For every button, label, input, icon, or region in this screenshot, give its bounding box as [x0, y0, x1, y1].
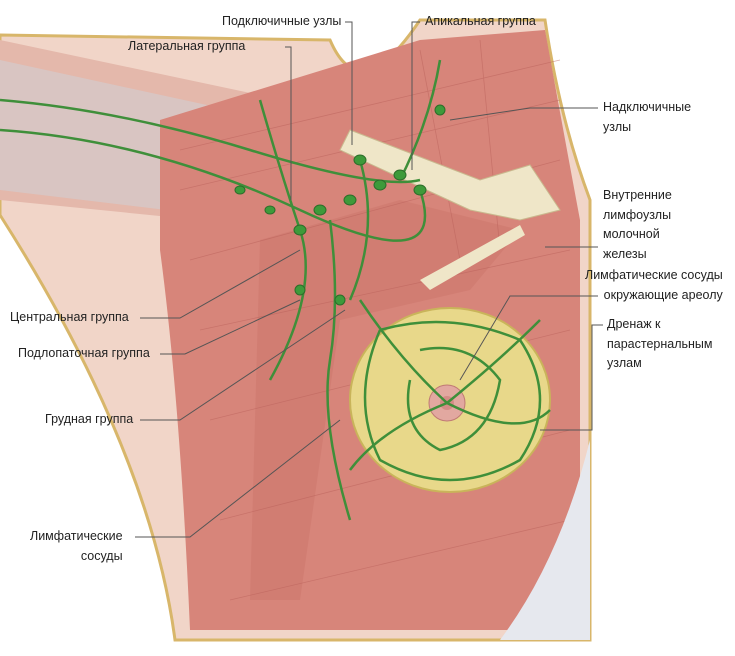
label-line: Дренаж к	[607, 317, 661, 331]
label-line: сосуды	[80, 548, 123, 563]
label-line: Внутренние	[603, 188, 672, 202]
pectoralis-minor	[250, 200, 520, 600]
leader-lines	[135, 21, 603, 538]
label-apical-group: Апикальная группа	[425, 14, 536, 28]
label-parasternal-drainage: Дренаж к парастернальным узлам	[607, 315, 713, 374]
label-line: узлы	[603, 119, 632, 134]
label-line: Лимфатические сосуды	[585, 268, 723, 282]
label-central-group: Центральная группа	[10, 310, 129, 324]
label-line: окружающие ареолу	[603, 287, 723, 302]
label-lateral-group: Латеральная группа	[128, 39, 246, 53]
label-line: железы	[603, 246, 647, 261]
label-line: узлам	[607, 356, 642, 370]
lymph-vessels	[0, 59, 551, 521]
label-subscapular-group: Подлопаточная группа	[18, 346, 150, 360]
label-supraclavicular-nodes: Надключичные узлы	[603, 98, 691, 137]
label-line: парастернальным	[607, 336, 713, 351]
label-lymph-vessels: Лимфатические сосуды	[30, 527, 123, 566]
label-pectoral-group: Грудная группа	[45, 412, 134, 426]
label-line: Надключичные	[603, 100, 692, 114]
label-line: лимфоузлы	[603, 207, 672, 222]
pectoralis-major	[160, 30, 580, 630]
label-subclavian-nodes: Подключичные узлы	[222, 14, 342, 28]
chest-wall	[500, 440, 590, 640]
label-periareolar-vessels: Лимфатические сосуды окружающие ареолу	[585, 266, 723, 305]
rib	[420, 225, 525, 290]
label-internal-mammary-nodes: Внутренние лимфоузлы молочной железы	[603, 186, 672, 264]
lymph-nodes	[234, 104, 446, 306]
label-line: молочной	[603, 227, 660, 241]
label-line: Лимфатические	[30, 529, 123, 543]
